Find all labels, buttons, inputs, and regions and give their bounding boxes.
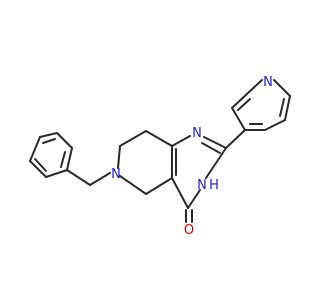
bond xyxy=(201,142,221,154)
atom-n-pyrimidine: N xyxy=(192,126,202,141)
bond xyxy=(247,79,263,94)
bond xyxy=(225,129,246,149)
bond xyxy=(171,177,189,209)
atom-o-carbonyl: O xyxy=(184,223,194,238)
bond xyxy=(145,177,173,195)
bond xyxy=(231,92,249,109)
piperidine-ring xyxy=(117,130,177,195)
bond xyxy=(29,136,41,162)
atom-labels: N N N H N O xyxy=(111,75,273,238)
bond xyxy=(119,175,147,195)
bond xyxy=(171,135,191,147)
bond xyxy=(117,145,121,169)
bond xyxy=(205,147,227,179)
bond xyxy=(29,160,47,178)
atom-n-pyridine: N xyxy=(263,75,273,90)
pyridine-ring xyxy=(231,79,291,131)
bond xyxy=(231,107,246,131)
bond xyxy=(66,169,91,186)
bond xyxy=(45,169,68,178)
pyrimidinone-ring xyxy=(171,135,227,209)
bond xyxy=(39,132,58,138)
bond xyxy=(203,136,227,149)
bond xyxy=(34,158,47,172)
bond xyxy=(237,98,251,111)
bond xyxy=(56,132,73,149)
bond xyxy=(279,98,285,117)
bond xyxy=(89,172,111,186)
bond xyxy=(273,79,291,97)
atom-n-ring: N xyxy=(111,167,121,182)
bond xyxy=(145,130,173,147)
structure-canvas: N N N H N O xyxy=(29,75,291,238)
benzene-ring xyxy=(29,132,73,178)
bond xyxy=(66,147,73,171)
bond xyxy=(60,151,66,168)
atom-nh-hydrogen: H xyxy=(209,178,219,193)
bond xyxy=(119,130,147,147)
molecule-drawing: N N N H N O xyxy=(29,75,291,238)
bond xyxy=(187,189,201,209)
bond xyxy=(42,138,56,144)
atom-nh: N xyxy=(197,178,207,193)
bond xyxy=(284,95,291,121)
bond xyxy=(264,119,286,131)
